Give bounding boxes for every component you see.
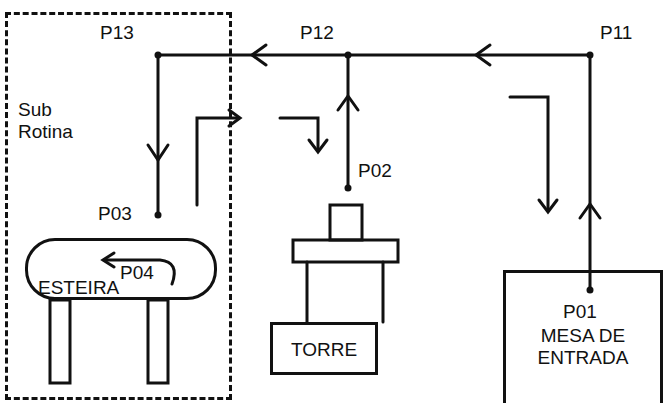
path-line — [589, 55, 592, 290]
tower-base-box: TORRE — [270, 322, 378, 375]
node-label: Sub Rotina — [18, 99, 98, 143]
node-label: TORRE — [291, 339, 357, 361]
conveyor-leg — [50, 300, 70, 383]
point-label: P04 — [120, 262, 154, 284]
node-label: ESTEIRA — [38, 277, 119, 299]
point-dot — [345, 185, 352, 192]
point-label: P03 — [98, 203, 132, 225]
motion-arrow — [309, 140, 327, 152]
conveyor-belt: P04ESTEIRA — [25, 238, 217, 300]
node-label: MESA DE ENTRADA — [528, 325, 638, 369]
conveyor-arrow — [103, 253, 114, 267]
point-dot — [345, 52, 352, 59]
point-dot — [155, 212, 162, 219]
direction-arrow — [338, 96, 358, 110]
point-label: P13 — [100, 22, 134, 44]
direction-arrow — [148, 145, 168, 160]
conveyor-leg — [148, 300, 168, 383]
direction-arrow — [252, 45, 266, 65]
path-line — [157, 55, 160, 215]
point-dot — [587, 287, 594, 294]
point-label: P11 — [600, 22, 632, 44]
point-label: P12 — [300, 22, 334, 44]
direction-arrow — [476, 45, 490, 65]
motion-arrow — [510, 97, 548, 210]
input-table-box: P01MESA DE ENTRADA — [503, 270, 663, 403]
tower-body — [306, 262, 309, 322]
point-dot — [155, 52, 162, 59]
tower-plate — [293, 240, 398, 262]
tower-body — [382, 262, 385, 322]
point-label: P01 — [563, 301, 597, 323]
point-dot — [587, 52, 594, 59]
motion-arrow — [539, 200, 557, 212]
tower-top — [330, 205, 362, 240]
point-label: P02 — [358, 160, 392, 182]
path-line — [158, 54, 590, 57]
path-line — [347, 55, 350, 188]
direction-arrow — [580, 204, 600, 218]
